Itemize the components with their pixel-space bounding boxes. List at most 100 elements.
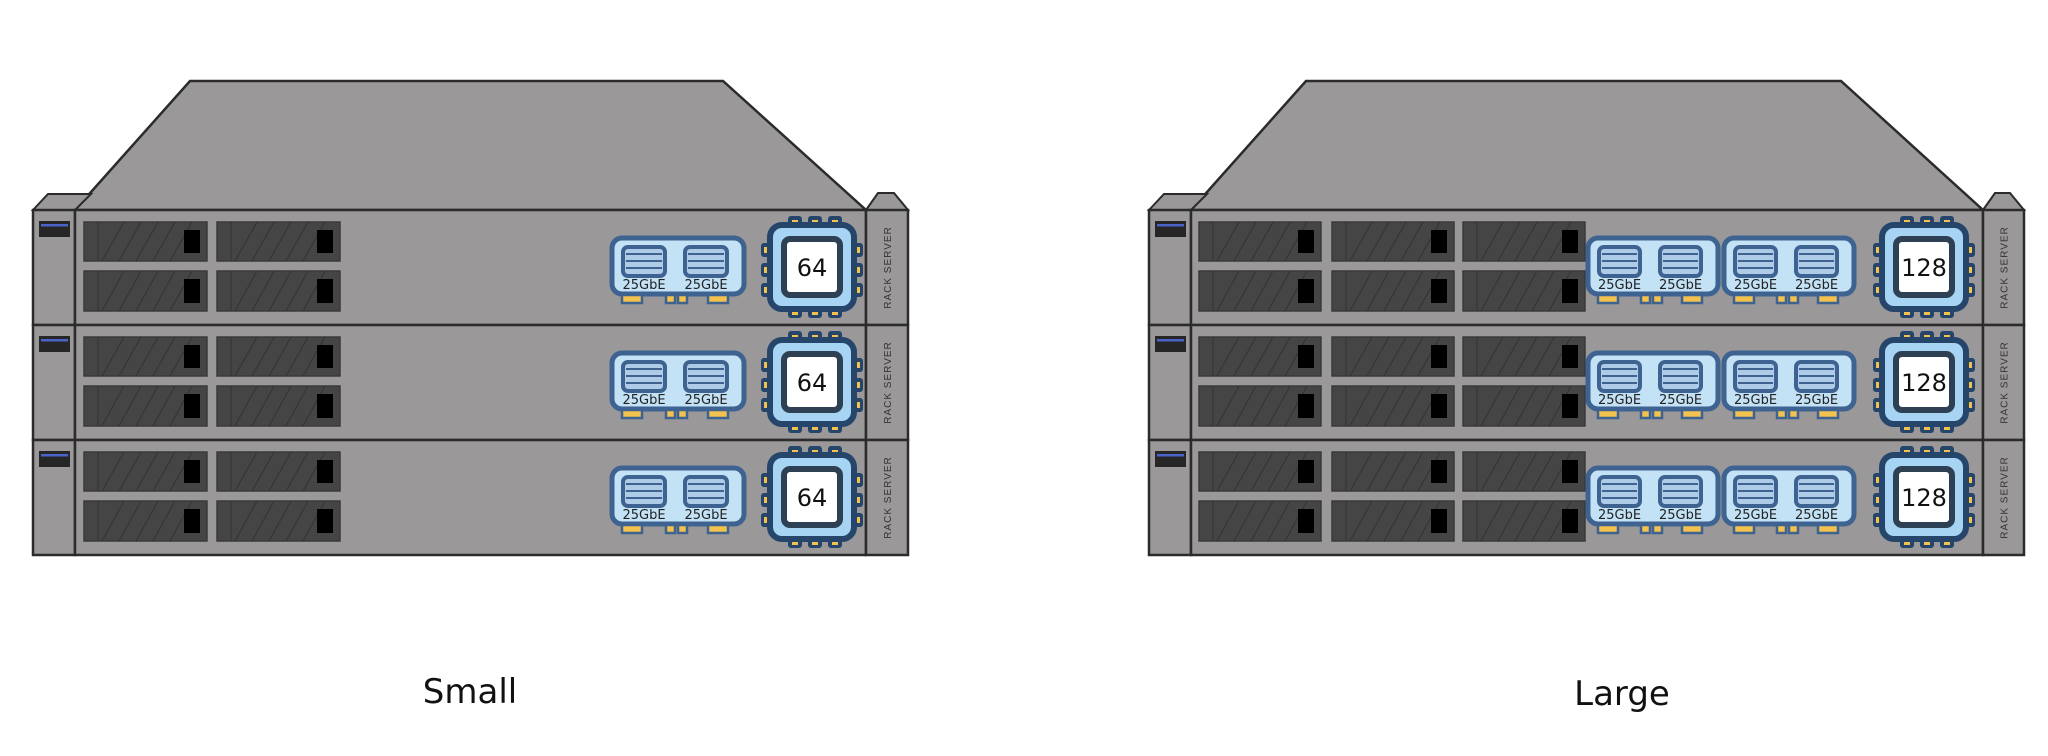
cpu-pin-gold: [764, 287, 769, 293]
port-speed-label: 25GbE: [1795, 278, 1838, 293]
cpu-pin-gold: [855, 362, 860, 368]
drive-hatch: [1349, 451, 1373, 492]
port-speed-label: 25GbE: [684, 278, 727, 293]
drive-bay: [216, 336, 341, 377]
cpu-pin-gold: [1904, 425, 1910, 430]
drive-hatch: [1349, 221, 1373, 262]
drive-hatch: [152, 385, 176, 427]
drive-hatch: [268, 221, 292, 262]
rack-server-label: RACK SERVER: [2000, 456, 2011, 539]
drive-hatch: [1400, 336, 1424, 377]
drive-hatch: [285, 385, 309, 427]
drive-hatch: [1531, 500, 1555, 542]
cpu-core-count: 64: [797, 369, 828, 397]
cpu-pin-gold: [1876, 497, 1881, 503]
drive-hatch: [1233, 221, 1257, 262]
gold-contact: [664, 523, 677, 535]
drive-hatch: [251, 451, 275, 492]
drive-latch: [1431, 345, 1447, 368]
drive-hatch: [251, 336, 275, 377]
drive-hatch: [1250, 336, 1274, 377]
drive-bay: [1462, 270, 1586, 312]
cpu-pin-gold: [764, 402, 769, 408]
drive-latch: [1298, 345, 1314, 368]
drive-hatch: [1531, 221, 1555, 262]
drive-bay: [1198, 451, 1322, 492]
port-speed-label: 25GbE: [684, 393, 727, 408]
drive-hatch: [1267, 451, 1291, 492]
status-panel: [39, 336, 70, 352]
cpu-pin-gold: [1876, 517, 1881, 523]
drive-hatch: [1250, 451, 1274, 492]
right-rack-ear: [1981, 323, 2026, 442]
drive-hatch: [1417, 270, 1441, 312]
drive-hatch: [1514, 336, 1538, 377]
drive-hatch: [234, 336, 258, 377]
drive-hatch: [302, 270, 326, 312]
drive-bay: [1462, 336, 1586, 377]
cpu-pin-gold: [1967, 402, 1972, 408]
port-speed-label: 25GbE: [1598, 393, 1641, 408]
cpu-pin-gold: [855, 477, 860, 483]
drive-hatch: [1400, 221, 1424, 262]
right-rack-ear: [864, 438, 910, 557]
drive-hatch: [1383, 385, 1407, 427]
drive-bay: [1331, 500, 1455, 542]
drive-latch: [184, 230, 200, 253]
drive-hatch: [169, 451, 193, 492]
rack-server-label: RACK SERVER: [883, 456, 894, 539]
cpu-pin-gold: [764, 362, 769, 368]
drive-hatch: [1284, 221, 1308, 262]
rack-server-label: RACK SERVER: [883, 226, 894, 309]
cpu-pin-gold: [764, 247, 769, 253]
drive-hatch: [1366, 451, 1390, 492]
drive-hatch: [251, 221, 275, 262]
gold-contact: [676, 408, 689, 420]
drive-bay: [1198, 500, 1322, 542]
drive-hatch: [1480, 336, 1504, 377]
drive-hatch: [1514, 221, 1538, 262]
drive-hatch: [268, 270, 292, 312]
drive-hatch: [302, 385, 326, 427]
status-led-icon: [41, 454, 68, 457]
drive-hatch: [169, 500, 193, 542]
gold-contact: [1732, 293, 1756, 305]
gold-contact: [664, 408, 677, 420]
drive-latch: [1298, 460, 1314, 483]
drive-hatch: [251, 385, 275, 427]
drive-hatch: [268, 451, 292, 492]
drive-hatch: [1480, 385, 1504, 427]
drive-hatch: [1216, 451, 1240, 492]
drive-hatch: [152, 221, 176, 262]
cpu-pin-gold: [764, 517, 769, 523]
cpu-pin-gold: [1967, 497, 1972, 503]
drive-hatch: [1514, 451, 1538, 492]
drive-hatch: [1548, 500, 1572, 542]
status-led-icon: [41, 224, 68, 227]
drive-hatch: [1366, 270, 1390, 312]
cpu-pin-gold: [792, 310, 798, 315]
drive-hatch: [1383, 270, 1407, 312]
gold-contact: [1639, 293, 1652, 305]
cpu-pin-gold: [855, 247, 860, 253]
gold-contact: [1732, 523, 1756, 535]
cpu-pin-gold: [1876, 477, 1881, 483]
cpu-pin-gold: [1967, 267, 1972, 273]
drive-hatch: [1514, 270, 1538, 312]
cpu-pin-gold: [792, 540, 798, 545]
drive-hatch: [1349, 336, 1373, 377]
drive-hatch: [1284, 451, 1308, 492]
cpu-pin-gold: [1904, 310, 1910, 315]
gold-contact: [706, 408, 730, 420]
drive-hatch: [1383, 221, 1407, 262]
drive-latch: [1431, 460, 1447, 483]
cpu-chip: 64: [761, 216, 863, 318]
drive-hatch: [101, 451, 125, 492]
cpu-core-box: [781, 466, 843, 528]
port-speed-label: 25GbE: [1659, 278, 1702, 293]
drive-hatch: [1349, 270, 1373, 312]
cpu-pin-gold: [832, 310, 838, 315]
